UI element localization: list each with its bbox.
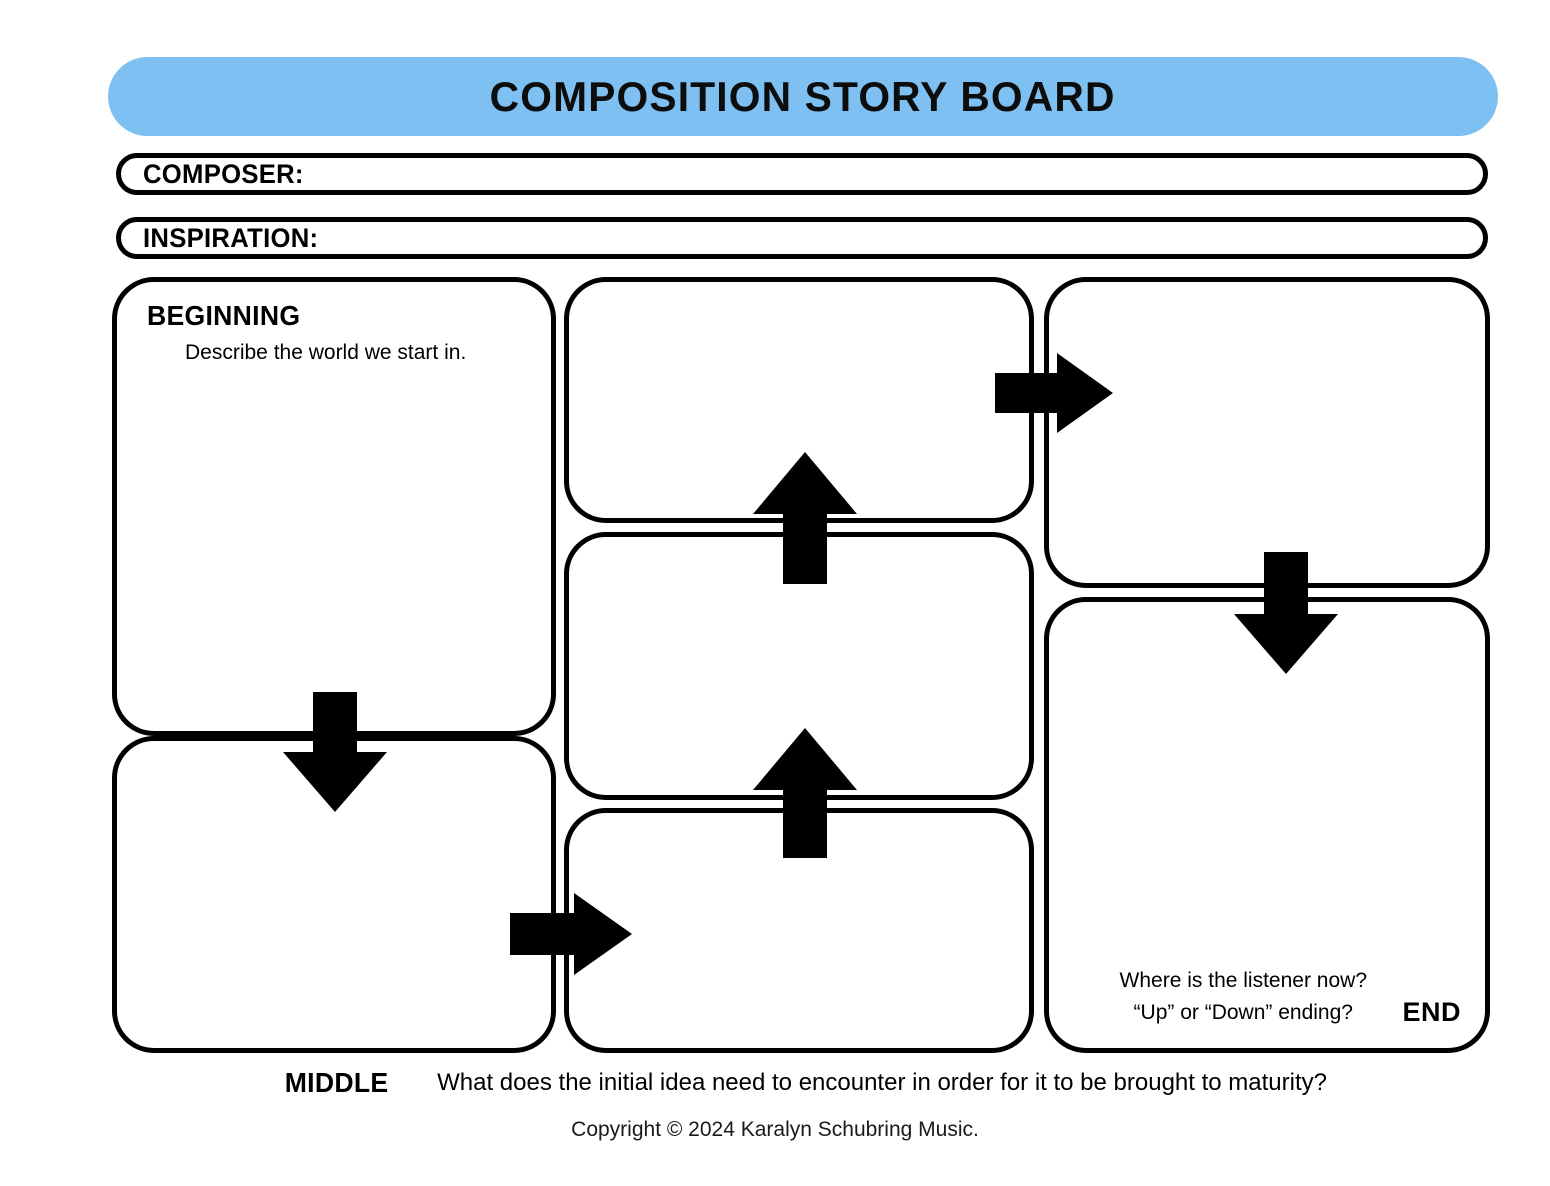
story-box-5[interactable]	[112, 736, 556, 1053]
middle-question: What does the initial idea need to encou…	[437, 1069, 1327, 1096]
arrow-up-icon-b3-to-b2	[753, 452, 857, 584]
middle-label: MIDDLE	[284, 1067, 389, 1098]
story-box-end[interactable]: Where is the listener now? “Up” or “Down…	[1044, 597, 1490, 1053]
end-prompt-line-1: Where is the listener now?	[1119, 969, 1367, 992]
copyright-text: Copyright © 2024 Karalyn Schubring Music…	[571, 1118, 979, 1141]
story-box-beginning[interactable]: BEGINNING Describe the world we start in…	[112, 277, 556, 736]
middle-row: MIDDLE What does the initial idea need t…	[112, 1065, 1412, 1101]
inspiration-field[interactable]: INSPIRATION:	[116, 217, 1488, 259]
arrow-down-icon-beginning-to-b5	[283, 692, 387, 812]
arrow-up-icon-b6-to-b3	[753, 728, 857, 858]
page-title: COMPOSITION STORY BOARD	[490, 72, 1116, 120]
arrow-right-icon-b5-to-b6	[510, 893, 632, 975]
header-banner: COMPOSITION STORY BOARD	[108, 57, 1498, 136]
end-label: END	[1402, 997, 1461, 1027]
inspiration-label: INSPIRATION:	[143, 222, 319, 253]
arrow-down-icon-b4-to-end	[1234, 552, 1338, 674]
end-prompt: Where is the listener now? “Up” or “Down…	[1120, 965, 1367, 1028]
composer-field[interactable]: COMPOSER:	[116, 153, 1488, 195]
beginning-subtext: Describe the world we start in.	[185, 341, 467, 364]
beginning-heading: BEGINNING	[147, 300, 301, 331]
end-prompt-line-2: “Up” or “Down” ending?	[1133, 1000, 1353, 1024]
arrow-right-icon-b2-to-b4	[995, 353, 1113, 433]
composer-label: COMPOSER:	[143, 158, 304, 189]
